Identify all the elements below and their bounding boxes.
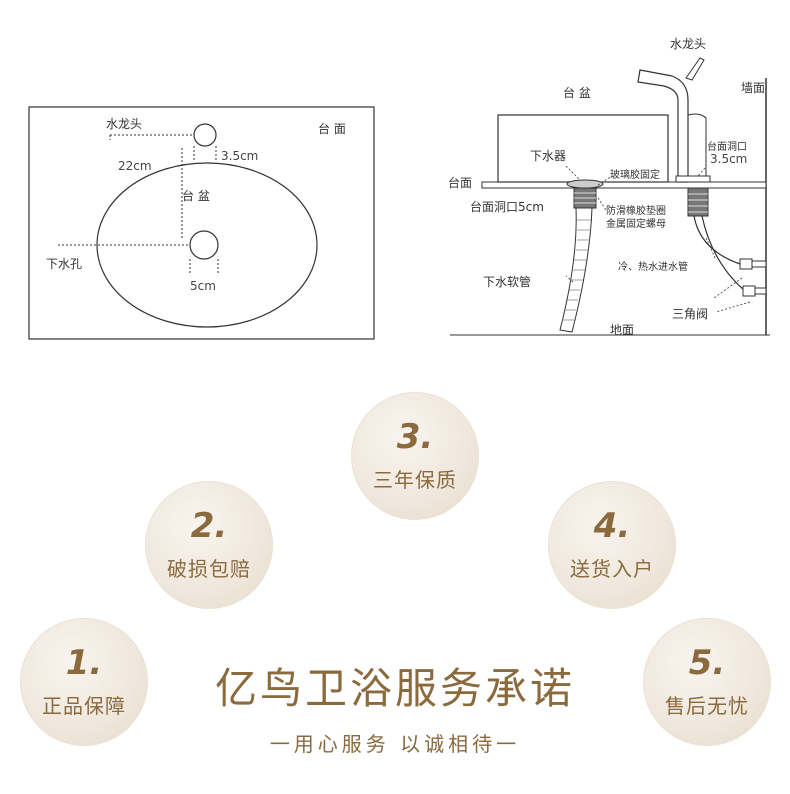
faucet-mount: [687, 187, 709, 217]
basin-body: [497, 114, 669, 183]
top-faucet-hole-dim: 3.5cm: [221, 149, 258, 163]
drain-fitting: [566, 179, 604, 209]
side-basin-label: 台 盆: [563, 85, 591, 100]
top-basin-label: 台 盆: [182, 188, 210, 203]
promise-text: 送货入户: [570, 556, 654, 581]
side-faucet-hole-label: 台面洞口: [707, 140, 747, 153]
side-floor-label: 地面: [610, 323, 634, 337]
side-faucet-hole-dim: 3.5cm: [710, 152, 747, 166]
promise-text: 破损包赔: [167, 556, 251, 581]
supply-pipe-cold: [693, 215, 741, 265]
promise-number: 4.: [593, 505, 631, 546]
top-distance-dim: 22cm: [118, 159, 152, 173]
side-faucet-label: 水龙头: [670, 37, 706, 51]
top-drain-dim: 5cm: [190, 279, 216, 293]
promise-text: 售后无忧: [665, 693, 749, 718]
side-countertop-label: 台面: [448, 175, 472, 190]
faucet-hole: [193, 123, 217, 147]
promise-badge-1: 1. 正品保障: [20, 618, 148, 746]
countertop-slab: [481, 181, 767, 189]
side-supply-pipe-label: 冷、热水进水管: [618, 260, 688, 273]
brand-title: 亿鸟卫浴服务承诺: [214, 664, 575, 713]
promise-number: 1.: [65, 642, 103, 683]
brand-subtitle: 一用心服务 以诚相待一: [269, 732, 521, 756]
promise-badge-5: 5. 售后无忧: [643, 618, 771, 746]
top-faucet-label: 水龙头: [106, 117, 142, 131]
promise-number: 5.: [688, 642, 726, 683]
promise-number: 2.: [190, 505, 228, 546]
top-drain-label: 下水孔: [46, 257, 82, 271]
side-drain-hose-label: 下水软管: [483, 274, 531, 289]
countertop-outline: [28, 106, 375, 340]
promise-number: 3.: [396, 416, 434, 457]
supply-pipe-hot: [701, 215, 745, 291]
side-glass-glue-label: 玻璃胶固定: [610, 168, 660, 181]
side-view: 水龙头 台 盆 墙面 台面洞口 3.5cm 下水器 玻璃胶固定 台面 台面洞口5…: [448, 37, 770, 337]
promise-badge-2: 2. 破损包赔: [145, 481, 273, 609]
faucet-illustration: [637, 57, 711, 183]
side-drain-label: 下水器: [530, 149, 566, 163]
side-angle-valve-label: 三角阀: [672, 307, 708, 321]
promise-text: 三年保质: [373, 467, 457, 492]
basin-outline: [96, 162, 318, 328]
promise-text: 正品保障: [42, 693, 126, 718]
side-nut-label: 金属固定螺母: [606, 217, 666, 230]
angle-valves: [739, 258, 767, 297]
top-countertop-label: 台 面: [318, 121, 346, 136]
drain-hole: [189, 230, 219, 260]
promise-badge-3: 3. 三年保质: [351, 392, 479, 520]
side-countertop-hole-label: 台面洞口5cm: [470, 199, 544, 214]
side-gasket-label: 防滑橡胶垫圈: [606, 204, 666, 217]
side-wall-label: 墙面: [741, 81, 765, 95]
promise-badge-4: 4. 送货入户: [548, 481, 676, 609]
top-view: 水龙头 台 面 3.5cm 22cm 台 盆 下水孔 5cm: [28, 106, 375, 340]
